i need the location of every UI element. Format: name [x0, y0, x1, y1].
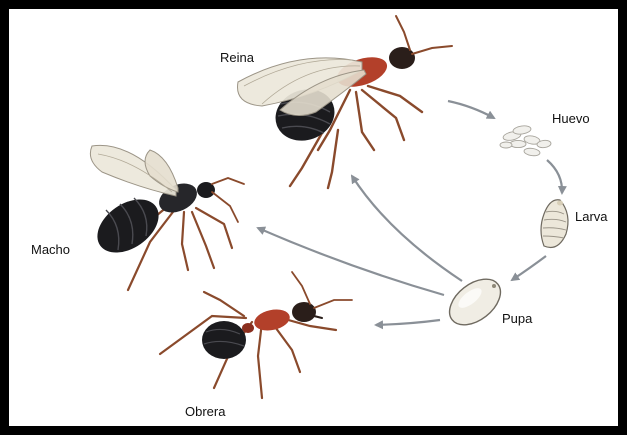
label-pupa: Pupa: [502, 311, 532, 326]
worker-ant-icon: [160, 272, 352, 398]
arrow-egg-to-larva: [547, 160, 562, 193]
male-ant-icon: [88, 145, 244, 290]
arrow-pupa-to-male: [258, 228, 444, 295]
label-worker: Obrera: [185, 404, 225, 419]
queen-ant-icon: [238, 16, 453, 188]
larva-icon: [541, 200, 568, 248]
arrow-pupa-to-queen: [352, 176, 462, 281]
arrow-pupa-to-worker: [376, 320, 440, 325]
label-larva: Larva: [575, 209, 608, 224]
egg-cluster-icon: [500, 125, 551, 157]
pupa-icon: [441, 270, 509, 334]
label-male: Macho: [31, 242, 70, 257]
arrow-larva-to-pupa: [512, 256, 546, 280]
label-queen: Reina: [220, 50, 254, 65]
arrow-queen-to-egg: [448, 101, 494, 118]
label-egg: Huevo: [552, 111, 590, 126]
